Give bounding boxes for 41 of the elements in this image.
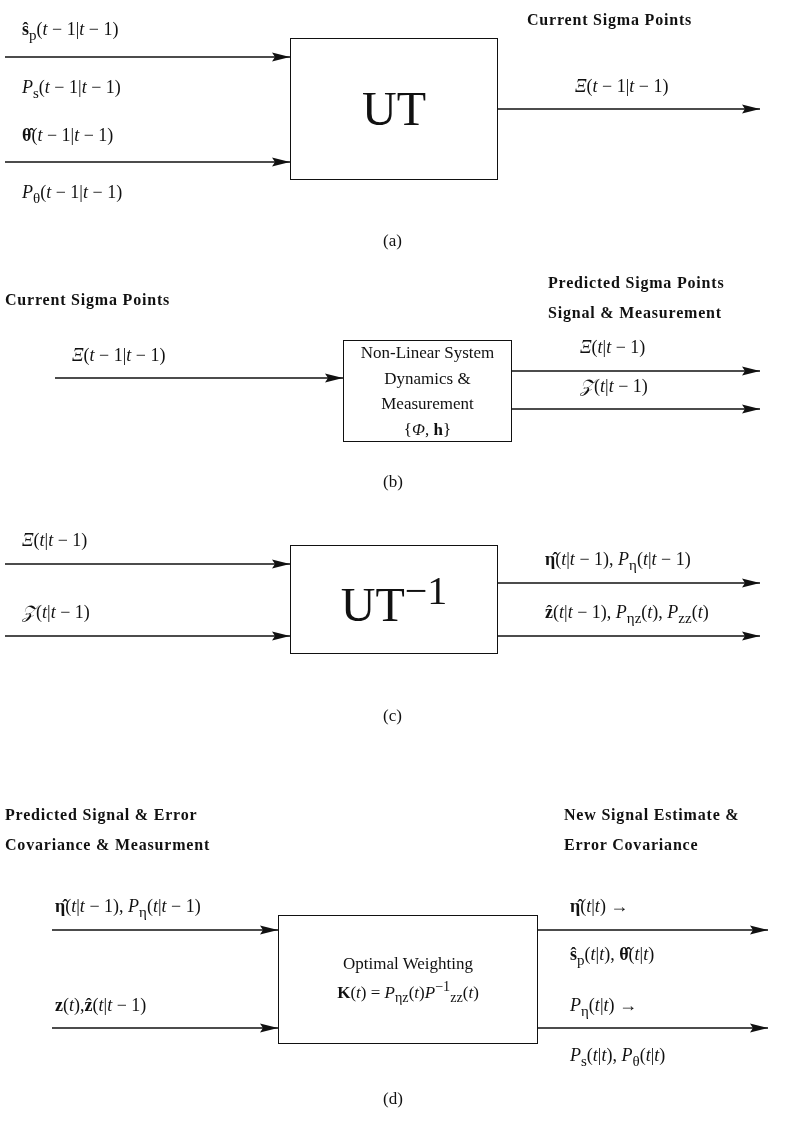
signal-label: ŝ$_{p}$(t|t), θ̂(t|t) — [570, 945, 655, 969]
box-text: Optimal Weighting — [342, 952, 474, 975]
arrow — [4, 157, 291, 167]
edge-label: Ξ(t|t − 1) — [580, 338, 646, 358]
edge-label: θ̂(t − 1|t − 1) — [22, 126, 114, 146]
arrow — [537, 1023, 769, 1033]
edge-label: η̂(t|t − 1), P$_{η}$(t|t − 1) — [545, 550, 691, 574]
edge-label: Ξ(t − 1|t − 1) — [575, 77, 669, 97]
arrow — [51, 925, 279, 935]
box-text: UT$^{−1}$ — [340, 570, 448, 629]
edge-label: Ξ(t|t − 1) — [22, 531, 88, 551]
arrow — [537, 925, 769, 935]
edge-label: z(t),ẑ(t|t − 1) — [55, 996, 147, 1016]
panel-caption: (c) — [383, 707, 402, 726]
box-text: UT — [362, 85, 426, 133]
arrow — [497, 578, 761, 588]
edge-label: ẑ(t|t − 1), P$_{ηz}$(t), P$_{zz}$(t) — [545, 603, 709, 627]
arrow — [4, 52, 291, 62]
panel-caption: (a) — [383, 232, 402, 251]
box-text: {Φ, h} — [403, 418, 452, 441]
arrow — [51, 1023, 279, 1033]
edge-label: Ξ(t − 1|t − 1) — [72, 346, 166, 366]
panel-caption: (d) — [383, 1090, 403, 1109]
process-box — [290, 38, 498, 180]
arrow — [511, 404, 761, 414]
edge-label: P$_{η}$(t|t) → — [570, 996, 637, 1020]
process-box — [290, 545, 498, 654]
panel-caption: (b) — [383, 473, 403, 492]
process-box — [343, 340, 512, 442]
arrow — [54, 373, 344, 383]
box-text: K(t) = P$_{ηz}$(t)P$^{−1}$$_{zz}$(t) — [337, 977, 479, 1008]
arrow — [497, 104, 761, 114]
process-box — [278, 915, 538, 1044]
arrow — [511, 366, 761, 376]
edge-label: ŝ$_{p}$(t − 1|t − 1) — [22, 20, 119, 44]
edge-label: η̂(t|t − 1), P$_{η}$(t|t − 1) — [55, 897, 201, 921]
arrow — [4, 559, 291, 569]
arrow — [497, 631, 761, 641]
edge-label: 𝒵(t|t − 1) — [22, 603, 90, 623]
arrow — [4, 631, 291, 641]
edge-label: 𝒵(t|t − 1) — [580, 377, 648, 397]
